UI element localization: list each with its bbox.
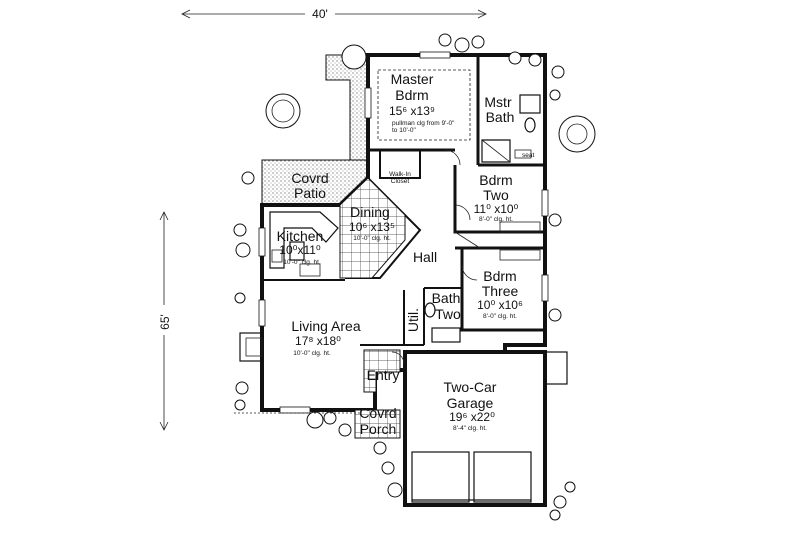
- bath-two-label-2: Two: [435, 306, 461, 322]
- mstr-bath-toilet: [524, 117, 536, 133]
- dining-note: 10'-0" clg. ht.: [353, 235, 391, 242]
- bdrm-three-dims: 10⁰ x10⁶: [477, 298, 523, 312]
- master-bdrm-label: Master: [391, 71, 434, 87]
- bdrm-two-dims: 11⁰ x10⁰: [474, 202, 519, 216]
- living-area-note: 10'-0" clg. ht.: [293, 350, 331, 357]
- dining-tile-floor: [339, 177, 406, 279]
- porch-tile-floor: [354, 409, 401, 439]
- kitchen-note: 10'-0" clg. ht.: [283, 259, 321, 266]
- bath-two-label: Bath: [432, 290, 461, 306]
- tree-icon: [558, 115, 596, 153]
- mstr-bath-tub: [519, 94, 541, 114]
- garage-door-left: [411, 451, 470, 503]
- master-bdrm-dims: 15⁶ x13⁹: [389, 104, 435, 118]
- garage-label-2: Garage: [447, 395, 494, 411]
- bath-two-tub: [431, 327, 461, 343]
- walk-in-closet-label-2: Closet: [391, 178, 410, 185]
- mstr-bath-label-2: Bath: [486, 109, 515, 125]
- bdrm-two-note: 8'-0" clg. ht.: [479, 216, 513, 223]
- width-dimension: 40': [181, 5, 487, 21]
- garage-note: 8'-4" clg. ht.: [453, 425, 487, 432]
- entry-tile-floor: [363, 349, 401, 393]
- room-labels: Master Bdrm 15⁶ x13⁹ pullman clg from 9'…: [277, 71, 535, 437]
- fireplace: [239, 332, 263, 362]
- seat-label: seat: [522, 152, 534, 159]
- util-label: Util.: [405, 308, 421, 332]
- kitchen-counter: [269, 211, 339, 269]
- living-area-label: Living Area: [291, 318, 360, 334]
- garage-door-right: [473, 451, 532, 503]
- mstr-bath-label: Mstr: [484, 94, 512, 110]
- master-bdrm-label-2: Bdrm: [395, 87, 428, 103]
- garage-label: Two-Car: [444, 379, 497, 395]
- bdrm-two-closet: [499, 221, 541, 233]
- bdrm-two-label: Bdrm: [479, 172, 512, 188]
- entry-label: Entry: [367, 367, 400, 383]
- covrd-patio-label: Covrd: [291, 170, 328, 186]
- kitchen-range: [289, 241, 305, 261]
- master-bdrm-note-2: to 10'-0": [392, 127, 416, 134]
- landscaping: [233, 33, 596, 521]
- living-area-dims: 17⁸ x18⁰: [295, 334, 341, 348]
- tree-icon: [265, 93, 301, 129]
- covrd-porch-label: Covrd: [359, 405, 396, 421]
- kitchen-dims: 10⁰x11⁰: [279, 243, 321, 257]
- bdrm-three-label: Bdrm: [483, 268, 516, 284]
- bdrm-three-closet: [499, 249, 541, 261]
- walk-in-closet-label: Walk-In: [389, 171, 411, 178]
- master-bdrm-note: pullman clg from 9'-0": [392, 120, 455, 127]
- dining-label: Dining: [350, 204, 390, 220]
- garage-dims: 19⁶ x22⁰: [449, 410, 495, 424]
- bdrm-three-note: 8'-0" clg. ht.: [483, 313, 517, 320]
- covrd-porch-label-2: Porch: [360, 421, 397, 437]
- garage-wall: [403, 350, 547, 507]
- bdrm-two-label-2: Two: [483, 187, 509, 203]
- mstr-bath-seat: [514, 149, 532, 159]
- depth-dimension-label: 65': [158, 314, 172, 330]
- depth-dimension: 65': [154, 211, 174, 431]
- pullman-ceiling-outline: [377, 69, 471, 141]
- bdrm-three-label-2: Three: [482, 283, 519, 299]
- garage-side-box: [544, 351, 568, 385]
- covrd-patio-label-2: Patio: [294, 185, 326, 201]
- door-swing: [444, 149, 461, 166]
- hall-label: Hall: [413, 249, 437, 265]
- patio-strip: [325, 54, 371, 161]
- dining-dims: 10⁶ x13⁵: [349, 220, 395, 234]
- kitchen-label: Kitchen: [277, 228, 324, 244]
- width-dimension-label: 40': [312, 7, 328, 21]
- bath-two-toilet: [424, 302, 436, 318]
